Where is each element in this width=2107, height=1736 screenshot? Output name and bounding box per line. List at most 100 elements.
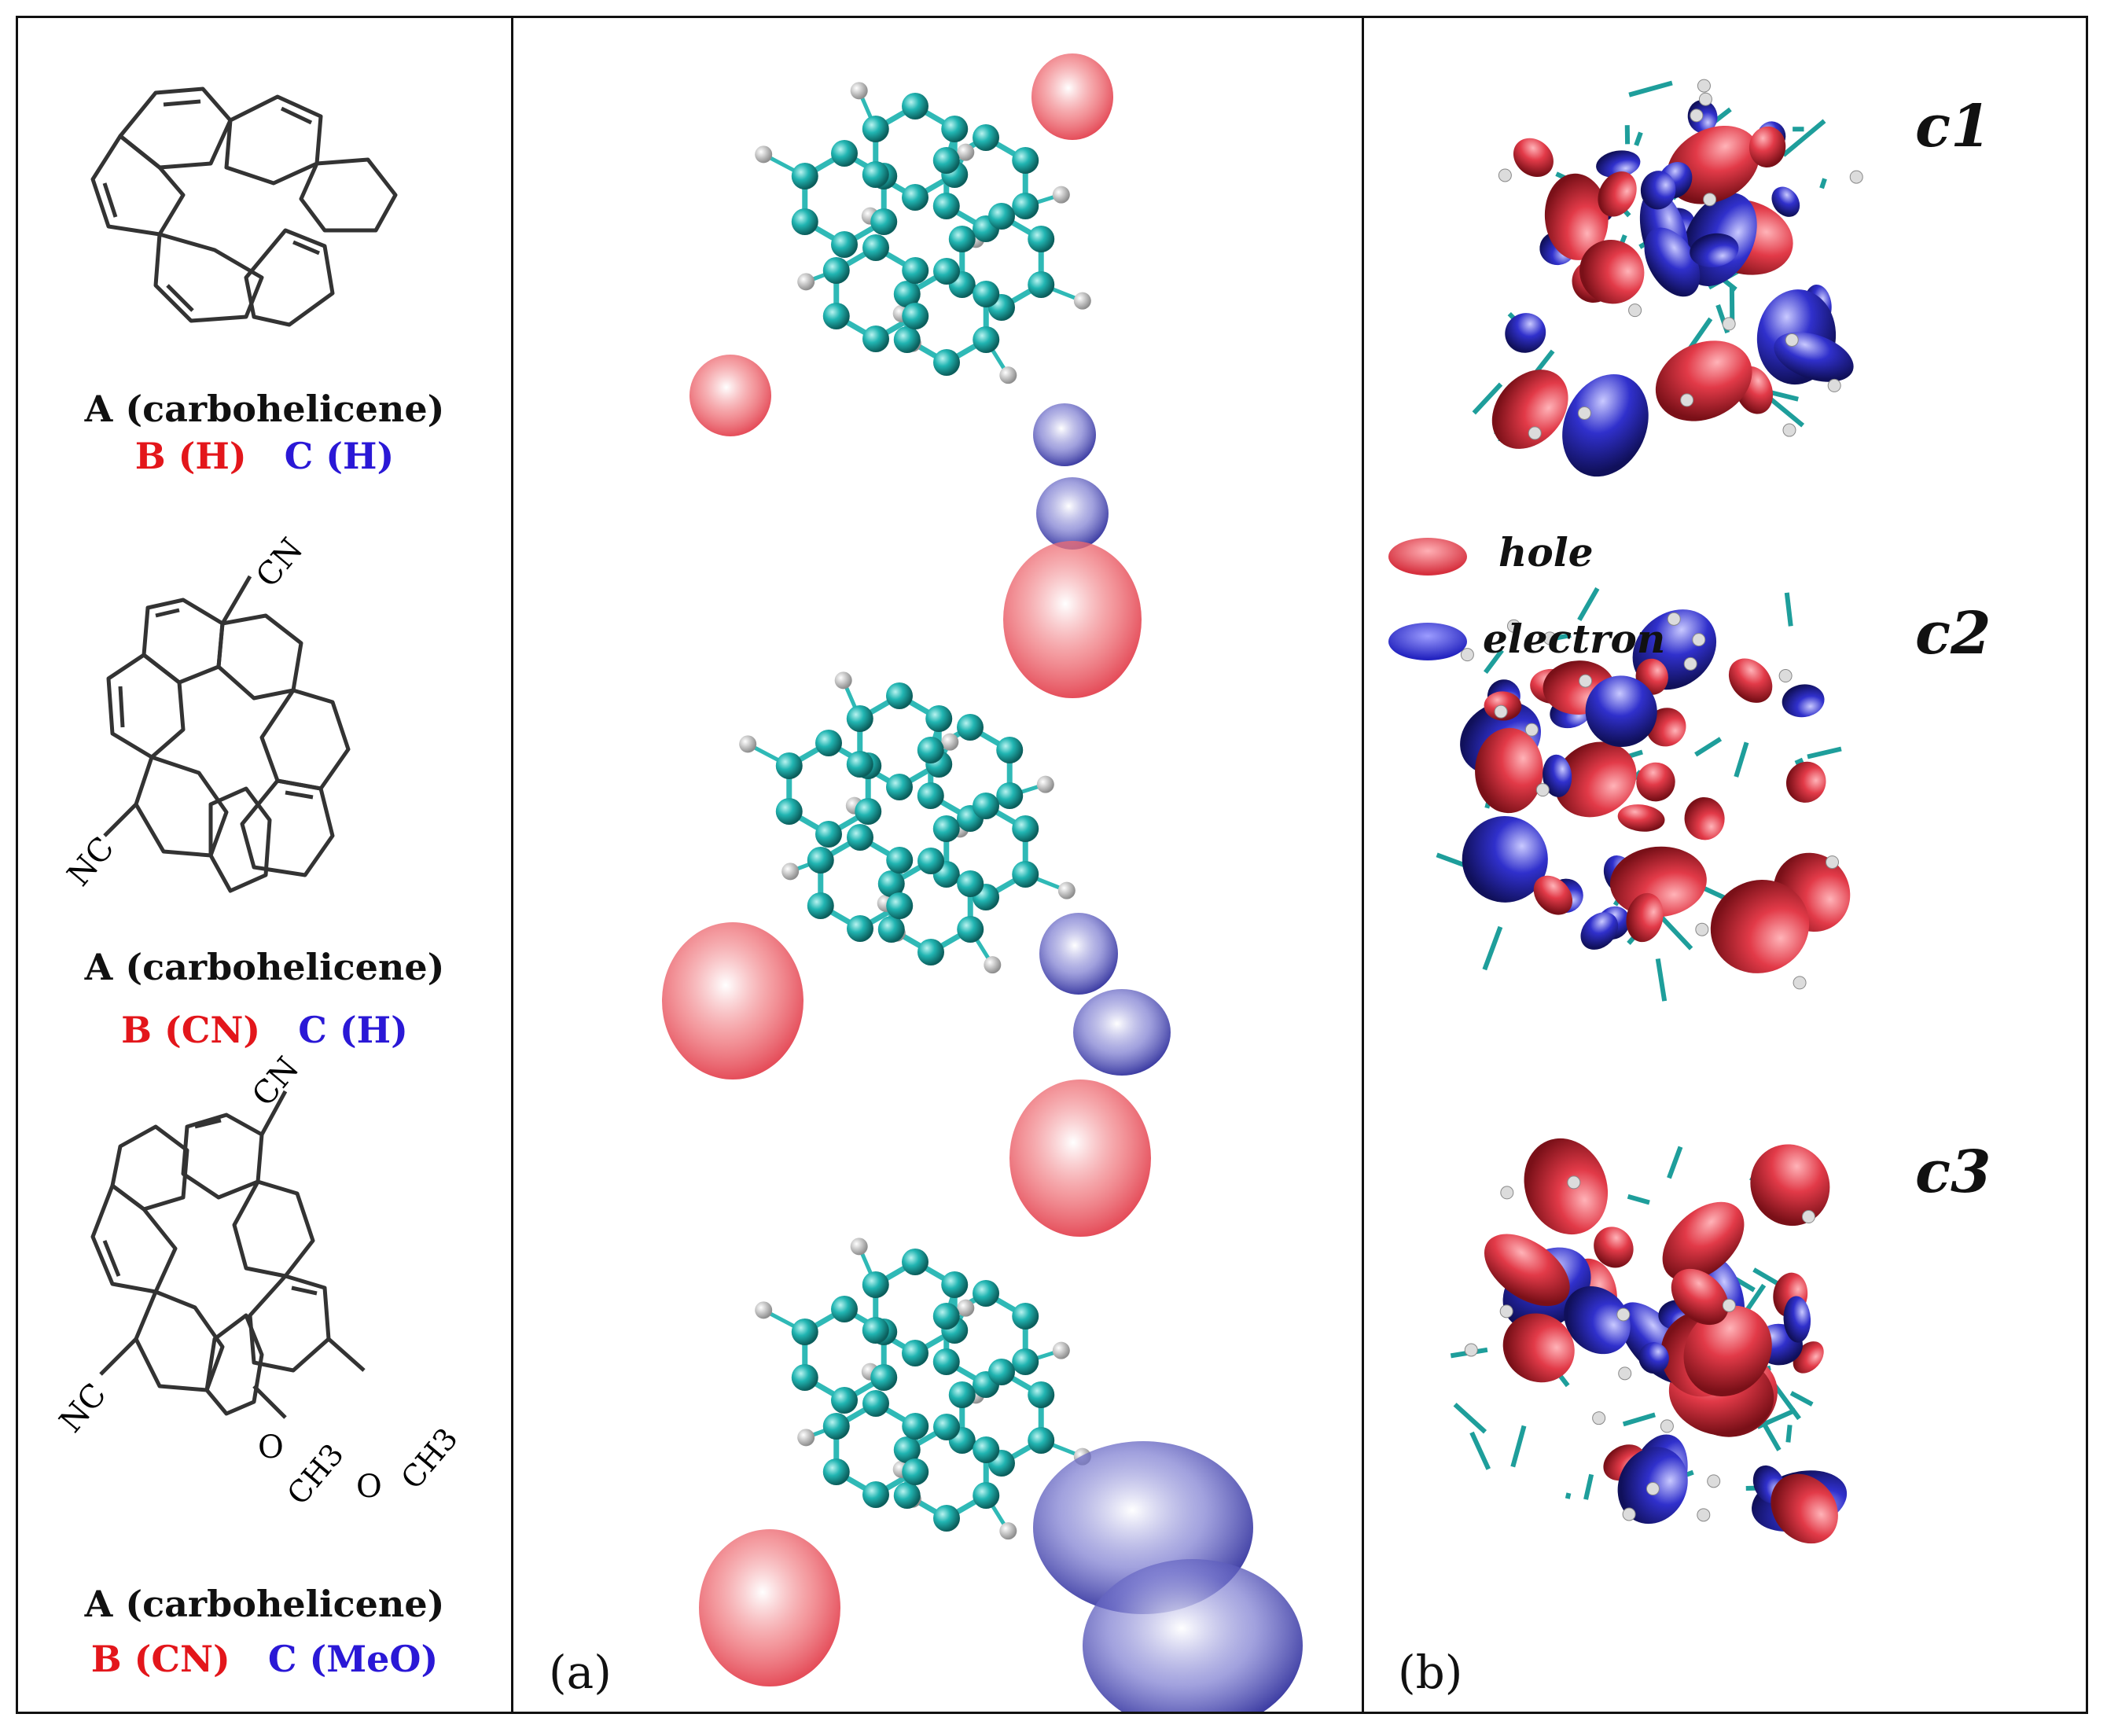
structure-1-substituents: B (H) C (H) xyxy=(18,435,511,477)
hydrogen-atom xyxy=(1052,186,1070,204)
hydrogen-atom xyxy=(1616,1308,1631,1322)
hydrogen-atom xyxy=(1692,633,1706,647)
isosurface-lobe xyxy=(1580,912,1619,950)
hydrogen-atom xyxy=(1460,648,1474,662)
carbon-atom xyxy=(877,870,905,897)
carbon-atom xyxy=(1028,271,1055,298)
hydrogen-atom xyxy=(1695,922,1709,936)
isosurface-lobe xyxy=(1598,171,1637,217)
carbon-atom xyxy=(855,798,882,825)
isosurface-lobe xyxy=(1554,741,1637,818)
carbon-atom xyxy=(996,782,1024,809)
hydrogen-atom xyxy=(1577,406,1591,420)
isosurface-lobe xyxy=(1782,684,1825,718)
isosurface-models xyxy=(1388,79,1863,1544)
structure-2-skeleton xyxy=(103,575,351,893)
hydrogen-atom xyxy=(1506,619,1520,633)
carbon-atom xyxy=(862,161,889,188)
carbon-atom xyxy=(917,939,944,965)
isosurface-lobe xyxy=(1638,1342,1669,1374)
hydrogen-atom xyxy=(1793,976,1807,990)
carbon-atom xyxy=(1012,861,1039,888)
carbon-atom xyxy=(932,1348,960,1375)
structure-3-c: C (MeO) xyxy=(267,1638,439,1680)
carbon-atom xyxy=(957,916,984,943)
carbon-atom xyxy=(933,1505,960,1532)
carbon-atom xyxy=(933,349,960,376)
legend-hole-swatch xyxy=(1388,538,1467,576)
isosurface-lobe xyxy=(1475,727,1543,814)
hydrogen-atom xyxy=(1660,1419,1674,1433)
electron-cloud xyxy=(1036,477,1109,550)
subpanel-c2-label: c2 xyxy=(1915,600,1991,668)
isosurface-lobe xyxy=(1644,227,1701,297)
hydrogen-atom xyxy=(1690,108,1704,123)
isosurface-c2 xyxy=(1436,587,1851,1002)
carbon-atom xyxy=(933,258,960,285)
hydrogen-atom xyxy=(957,143,975,161)
hydrogen-atom xyxy=(1073,292,1091,310)
structure-3-o1-label: O xyxy=(258,1429,284,1466)
carbon-atom xyxy=(973,793,999,819)
carbon-atom xyxy=(893,1482,921,1509)
hydrogen-atom xyxy=(797,273,815,291)
isosurface-lobe xyxy=(1785,761,1826,803)
isosurface-lobe xyxy=(1671,1268,1729,1326)
isosurface-lobe xyxy=(1585,675,1657,748)
carbon-atom xyxy=(957,714,984,741)
carbon-atom xyxy=(822,1413,850,1440)
hydrogen-atom xyxy=(1500,1186,1514,1200)
isosurface-lobe xyxy=(1750,1144,1830,1227)
hydrogen-atom xyxy=(834,671,852,690)
hydrogen-atom xyxy=(957,1299,975,1317)
isosurface-panel: c1 c2 c3 hole electron (b) xyxy=(1365,18,2086,1712)
carbon-atom xyxy=(775,752,803,779)
carbon-atom xyxy=(862,326,889,352)
isosurface-c1 xyxy=(1472,79,1863,477)
hydrogen-atom xyxy=(1622,1507,1636,1521)
carbon-atom xyxy=(996,737,1024,763)
hydrogen-atom xyxy=(1499,1304,1513,1319)
electron-cloud xyxy=(1033,403,1096,466)
isosurface-lobe xyxy=(1728,658,1773,703)
isosurface-lobe xyxy=(1771,186,1800,217)
hydrogen-atom xyxy=(984,956,1002,974)
isosurface-lobe xyxy=(1683,1305,1772,1396)
carbon-atom xyxy=(862,234,889,261)
isosurface-lobe xyxy=(1484,1234,1570,1307)
carbon-atom xyxy=(1028,1427,1055,1454)
carbon-atom xyxy=(988,203,1015,230)
carbon-atom xyxy=(877,916,905,943)
hydrogen-atom xyxy=(1827,378,1841,392)
carbon-atom xyxy=(791,1319,818,1345)
hydrogen-atom xyxy=(1036,775,1054,793)
carbon-atom xyxy=(902,184,928,211)
carbon-atom xyxy=(902,1413,929,1440)
carbon-atom xyxy=(870,1364,898,1391)
hydrogen-atom xyxy=(999,1522,1017,1540)
divider-right xyxy=(1362,16,1364,1714)
carbon-atom xyxy=(831,231,858,258)
hydrogen-atom xyxy=(1494,704,1508,719)
carbon-atom xyxy=(948,1381,976,1408)
carbon-atom xyxy=(822,303,850,329)
carbon-atom xyxy=(807,892,834,919)
isosurface-lobe xyxy=(1524,1138,1609,1235)
isosurface-lobe xyxy=(1748,126,1786,168)
isosurface-lobe xyxy=(1543,754,1572,797)
isosurface-lobe xyxy=(1636,762,1675,802)
isosurface-lobe xyxy=(1594,1227,1634,1268)
carbon-atom xyxy=(917,848,944,874)
hydrogen-atom xyxy=(1680,393,1694,407)
legend-electron-label: electron xyxy=(1483,616,1666,662)
legend-hole-label: hole xyxy=(1498,529,1594,576)
carbon-atom xyxy=(886,682,913,709)
carbon-atom xyxy=(886,847,914,874)
isosurface-lobe xyxy=(1491,370,1568,449)
carbon-atom xyxy=(902,1458,929,1485)
carbon-atom xyxy=(886,892,914,919)
hole-cloud xyxy=(1009,1079,1151,1237)
hydrogen-atom xyxy=(1543,631,1557,645)
carbon-atom xyxy=(1012,193,1039,219)
hydrogen-atom xyxy=(1703,193,1717,207)
